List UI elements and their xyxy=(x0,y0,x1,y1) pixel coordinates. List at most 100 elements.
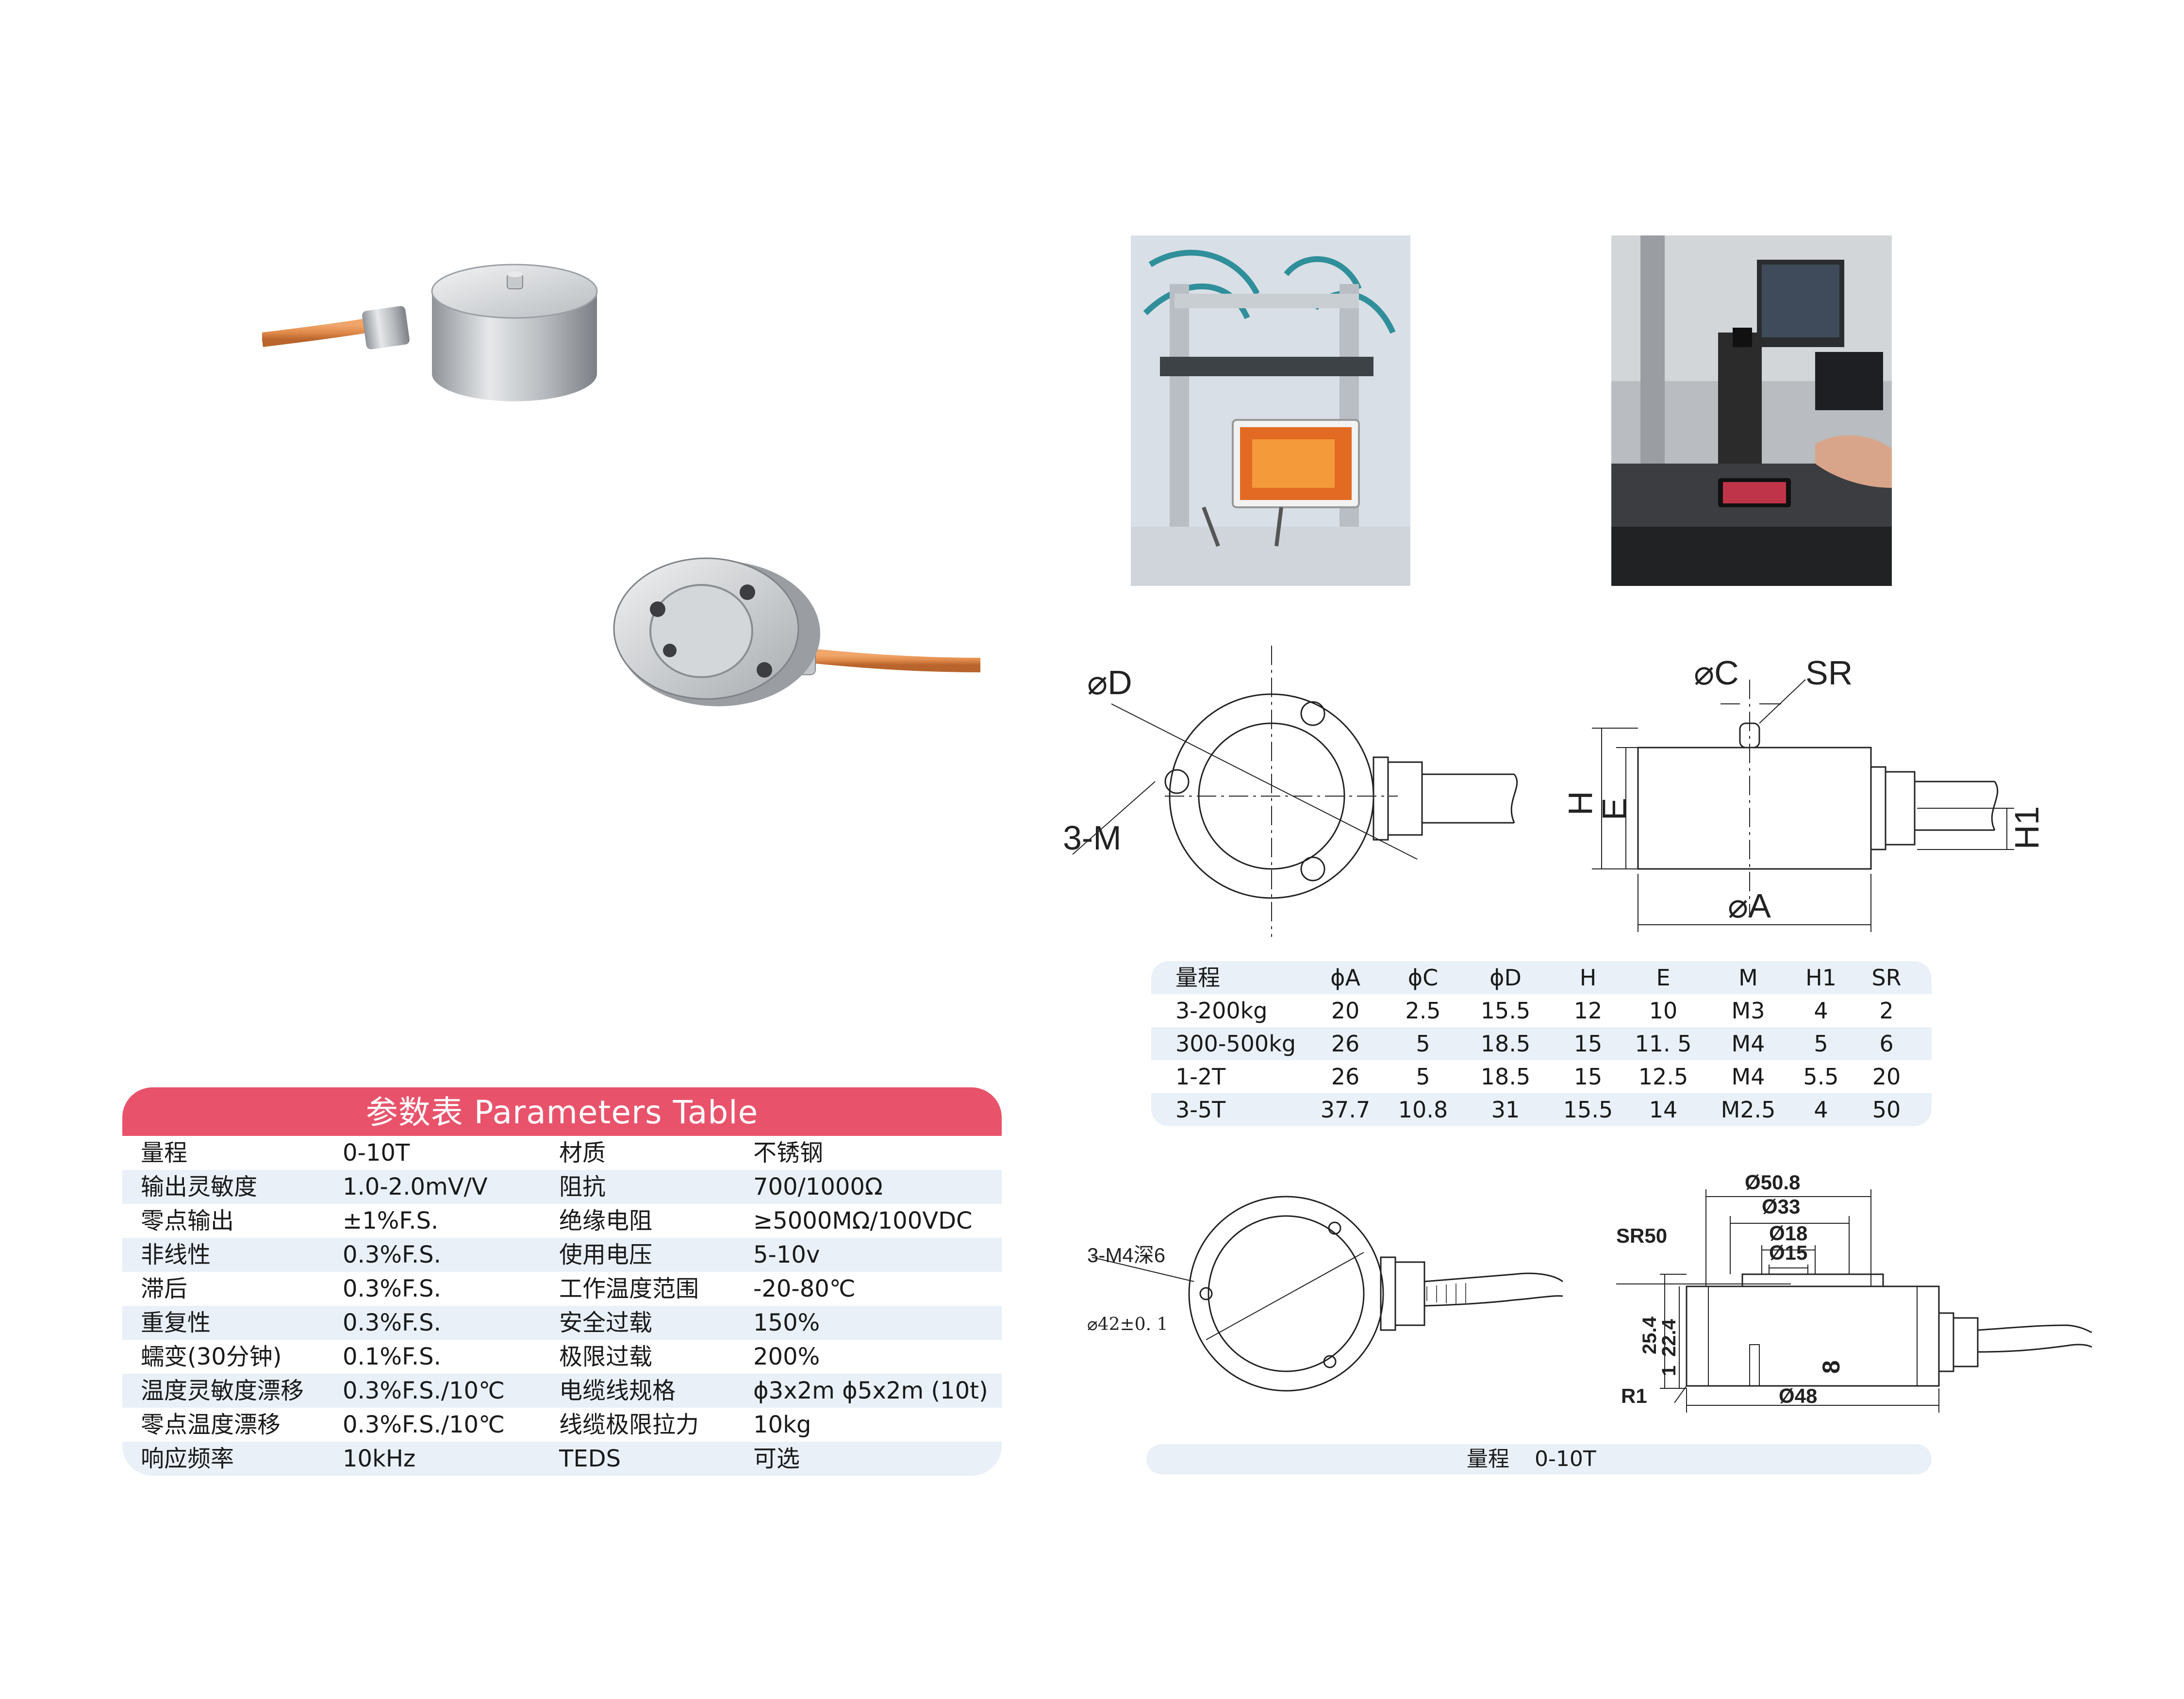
label-d50-8: Ø50.8 xyxy=(1745,1171,1800,1194)
params-cell: 0.3%F.S. xyxy=(343,1309,441,1336)
label-25-4: 25.4 xyxy=(1639,1316,1660,1354)
params-cell: 零点温度漂移 xyxy=(141,1411,281,1438)
dimension-cell: 15.5 xyxy=(1480,998,1531,1024)
params-cell: 重复性 xyxy=(141,1309,211,1336)
drawing-1-side-view: ⌀C SR H E H1 ⌀A xyxy=(1561,654,2046,932)
params-cell: ≥5000MΩ/100VDC xyxy=(753,1207,973,1234)
label-phi-c: ⌀C xyxy=(1694,654,1739,692)
dimension-cell: 5 xyxy=(1814,1031,1828,1057)
dimension-cell: 10 xyxy=(1649,998,1678,1024)
dimension-cell: M3 xyxy=(1731,998,1765,1024)
params-cell: 绝缘电阻 xyxy=(559,1207,653,1234)
range-bar: 量程 0-10T xyxy=(1146,1444,1932,1474)
label-r1: R1 xyxy=(1621,1384,1647,1407)
params-cell: -20-80℃ xyxy=(753,1275,856,1302)
parameters-table-title: 参数表 Parameters Table xyxy=(122,1087,1002,1136)
dimension-cell: 15.5 xyxy=(1563,1097,1613,1123)
label-phi42: ⌀42±0. 1 xyxy=(1087,1315,1168,1334)
dimension-cell: 18.5 xyxy=(1480,1031,1531,1057)
dimension-cell: M4 xyxy=(1731,1031,1765,1057)
params-cell: 滞后 xyxy=(141,1275,188,1302)
dimension-header-cell: M xyxy=(1738,965,1758,991)
dimension-cell: 300-500kg xyxy=(1175,1031,1296,1057)
params-cell: 5-10v xyxy=(753,1241,820,1268)
label-e: E xyxy=(1595,798,1633,820)
dimension-header-cell: H xyxy=(1579,965,1597,991)
params-row: 零点输出 ±1%F.S. 绝缘电阻 ≥5000MΩ/100VDC xyxy=(122,1204,1002,1238)
dimension-cell: 50 xyxy=(1872,1097,1901,1123)
dimension-cell: 15 xyxy=(1573,1064,1603,1090)
params-cell: 材质 xyxy=(559,1139,606,1166)
params-cell: 0.3%F.S./10℃ xyxy=(343,1377,505,1404)
label-sr50: SR50 xyxy=(1616,1224,1667,1247)
dimension-row: 300-500kg 26 5 18.5 15 11. 5 M4 5 6 xyxy=(1151,1027,1932,1060)
dimension-cell: 20 xyxy=(1331,998,1360,1024)
params-cell: 线缆极限拉力 xyxy=(559,1411,699,1438)
application-photo-fixture xyxy=(1131,235,1410,586)
dimension-cell: 2.5 xyxy=(1405,998,1441,1024)
dimension-cell: 18.5 xyxy=(1480,1064,1531,1090)
params-cell: 0.1%F.S. xyxy=(343,1343,441,1370)
params-cell: 非线性 xyxy=(141,1241,211,1268)
dimension-cell: 6 xyxy=(1879,1031,1894,1057)
params-cell: 700/1000Ω xyxy=(753,1173,883,1200)
label-3-m: 3-M xyxy=(1063,819,1122,857)
product-photo-top xyxy=(262,264,598,401)
params-cell: ±1%F.S. xyxy=(343,1207,439,1234)
dimension-cell: 12 xyxy=(1573,998,1603,1024)
label-h1: H1 xyxy=(2008,806,2046,850)
params-row: 量程 0-10T 材质 不锈钢 xyxy=(122,1136,1002,1170)
params-cell: 零点输出 xyxy=(141,1207,234,1234)
drawing-2-front-view: 3-M4深6 ⌀42±0. 1 xyxy=(1087,1196,1563,1392)
dimension-cell: 4 xyxy=(1814,1097,1828,1123)
params-cell: 工作温度范围 xyxy=(559,1275,699,1302)
label-phi-d: ⌀D xyxy=(1087,664,1132,701)
label-d15: Ø15 xyxy=(1769,1241,1807,1264)
dimension-cell: 20 xyxy=(1872,1064,1901,1090)
params-cell: 可选 xyxy=(753,1445,800,1472)
params-cell: 不锈钢 xyxy=(753,1139,824,1166)
drawing-2-side-view: Ø50.8 Ø33 Ø18 Ø15 SR50 25.4 22.4 1 R1 Ø4… xyxy=(1616,1171,2092,1413)
dimension-header-cell: SR xyxy=(1871,965,1902,991)
params-cell: TEDS xyxy=(559,1445,621,1472)
params-cell: 0-10T xyxy=(343,1139,410,1166)
params-cell: 150% xyxy=(753,1309,820,1336)
params-cell: 200% xyxy=(753,1343,820,1370)
dimension-header-cell: ϕC xyxy=(1407,965,1439,991)
range-label: 量程 xyxy=(1467,1447,1509,1471)
dimension-header-cell: 量程 xyxy=(1175,965,1220,991)
params-cell: 温度灵敏度漂移 xyxy=(141,1377,304,1404)
label-sr: SR xyxy=(1805,654,1853,692)
dimension-cell: 10.8 xyxy=(1398,1097,1448,1123)
label-1: 1 xyxy=(1658,1366,1680,1376)
label-d48: Ø48 xyxy=(1779,1384,1817,1407)
dimension-header-cell: ϕA xyxy=(1330,965,1360,991)
dimension-cell: 5 xyxy=(1416,1064,1430,1090)
dimension-cell: 3-200kg xyxy=(1175,998,1268,1024)
params-cell: ϕ3x2m ϕ5x2m (10t) xyxy=(753,1377,988,1404)
dimension-cell: M4 xyxy=(1731,1064,1765,1090)
params-cell: 1.0-2.0mV/V xyxy=(343,1173,488,1200)
params-cell: 量程 xyxy=(141,1139,188,1166)
dimension-cell: 15 xyxy=(1573,1031,1603,1057)
dimension-cell: 5 xyxy=(1416,1031,1430,1057)
dimension-header-cell: E xyxy=(1656,965,1671,991)
drawing-1-front-view: ⌀D 3-M xyxy=(1063,646,1518,937)
dimension-cell: 3-5T xyxy=(1175,1097,1226,1123)
dimension-cell: 37.7 xyxy=(1320,1097,1371,1123)
label-3-m4-depth6: 3-M4深6 xyxy=(1087,1244,1165,1266)
dimension-cell: 26 xyxy=(1331,1031,1360,1057)
dimension-cell: 2 xyxy=(1879,998,1894,1024)
dimension-cell: 11. 5 xyxy=(1635,1031,1692,1057)
params-cell: 响应频率 xyxy=(141,1445,234,1472)
